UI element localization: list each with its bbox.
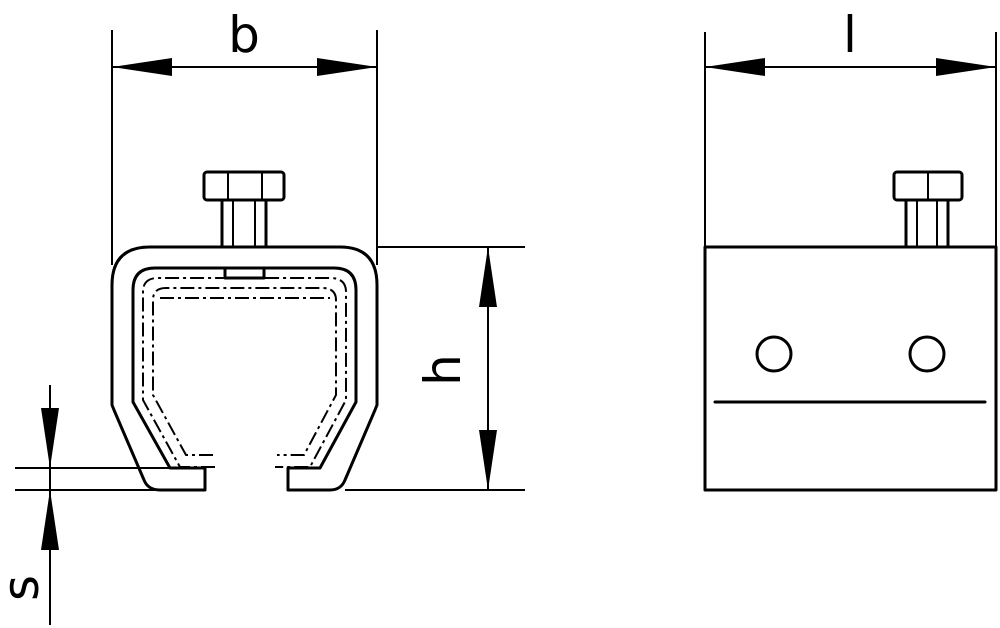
side-view — [703, 170, 998, 492]
dimension-s: s — [0, 385, 170, 625]
front-hidden-inner — [152, 287, 337, 456]
dimension-b-arrow-right — [317, 58, 377, 76]
dimension-l: l — [704, 6, 997, 247]
dimension-l-arrow-left — [705, 58, 765, 76]
dimension-h-label: h — [414, 354, 472, 386]
front-view — [110, 170, 379, 492]
side-hole-left — [755, 335, 793, 373]
dimension-l-label: l — [843, 6, 857, 64]
dimension-s-arrow-bottom — [41, 490, 59, 550]
side-body — [703, 245, 998, 492]
dimension-h: h — [345, 246, 525, 491]
dimension-s-arrow-top — [41, 408, 59, 468]
dimension-b-label: b — [228, 6, 260, 64]
dimension-h-arrow-top — [479, 247, 497, 307]
front-outer-profile — [110, 245, 379, 492]
dimension-b-arrow-left — [112, 58, 172, 76]
side-hole-right — [908, 335, 946, 373]
front-bolt-head — [202, 170, 286, 202]
dimension-h-arrow-bottom — [479, 430, 497, 490]
dimension-s-label: s — [0, 575, 50, 601]
front-bolt-thread — [223, 266, 266, 280]
front-hidden-outer — [142, 277, 347, 468]
dimension-b: b — [111, 6, 378, 265]
dimension-l-arrow-right — [936, 58, 996, 76]
front-bolt-shank — [220, 198, 268, 249]
side-bolt-shank — [904, 198, 950, 249]
